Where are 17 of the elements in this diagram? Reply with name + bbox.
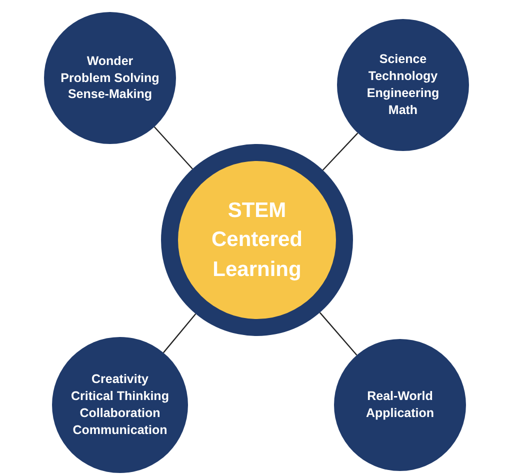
topic-text: Real-World Application: [364, 388, 436, 422]
topic-text: Technology: [368, 68, 438, 85]
topic-text: Wonder: [86, 52, 134, 70]
topic-text: Communication: [72, 422, 168, 439]
topic-text: Problem Solving: [60, 70, 160, 86]
hub-title: STEM Centered Learning: [210, 198, 304, 283]
topic-text: Creativity: [92, 371, 148, 388]
topic-text: Engineering: [366, 85, 440, 102]
connector-line: [162, 313, 196, 354]
topic-text: Sense-Making: [68, 86, 152, 104]
connector-line: [322, 132, 358, 171]
topic-text: Critical Thinking: [71, 388, 169, 405]
topic-text: Science: [379, 51, 427, 68]
connector-line: [154, 126, 193, 170]
connector-line: [319, 312, 358, 356]
topic-text: Collaboration: [80, 405, 160, 422]
topic-text: Math: [388, 102, 418, 119]
